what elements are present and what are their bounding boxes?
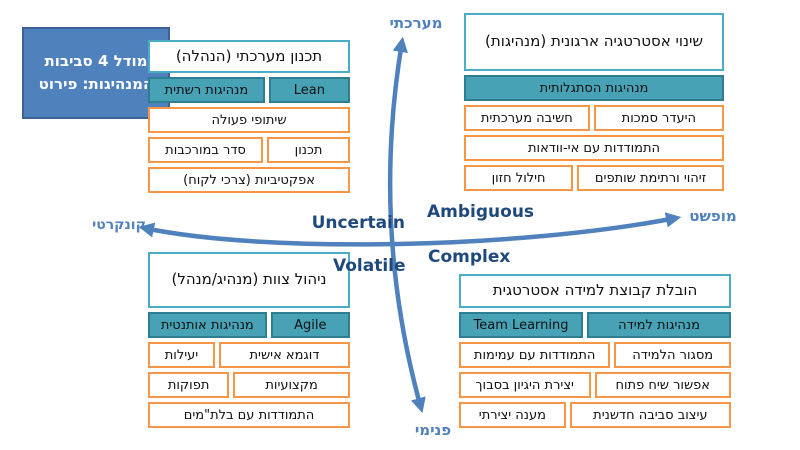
vuca-complex-label: Complex: [428, 247, 511, 267]
tag-orange: אפשור שיח פתוח: [594, 372, 731, 398]
tag-orange: היעדר סמכות: [593, 105, 724, 131]
tag-orange: חשיבה מערכתית: [464, 105, 590, 131]
tag-orange: אפקטיביות (צרכי לקוח): [148, 167, 350, 193]
tag-orange: חילול חזון: [464, 165, 574, 191]
tag-row: התמודדות עם בלת"מים: [148, 402, 350, 428]
tag-teal: Team Learning: [459, 312, 584, 338]
vuca-uncertain-label: Uncertain: [311, 213, 405, 233]
tag-row: מענה יצירתי עיצוב סביבה חדשנית: [459, 402, 731, 428]
tag-row: שיתופי פעולה: [148, 107, 350, 133]
tag-row: חילול חזון זיהוי ורתימת שותפים: [464, 165, 724, 191]
tag-orange: תכנון: [267, 137, 350, 163]
tag-row: אפקטיביות (צרכי לקוח): [148, 167, 350, 193]
axis-bottom-label: פנימי: [414, 421, 452, 439]
tag-row: סדר במורכבות תכנון: [148, 137, 350, 163]
model-intro-line2: המנהיגות: פירוט: [38, 75, 154, 93]
tag-orange: שיתופי פעולה: [148, 107, 350, 133]
quadrant-bottom-right: הובלת קבוצת למידה אסטרטגית Team Learning…: [459, 274, 731, 428]
tag-teal: מנהיגות למידה: [587, 312, 731, 338]
tag-row: מנהיגות רשתית Lean: [148, 77, 350, 103]
horizontal-axis-arrow: [138, 212, 682, 247]
tag-teal: מנהיגות אותנטית: [148, 312, 267, 338]
tag-orange: מענה יצירתי: [459, 402, 566, 428]
tag-teal: מנהיגות רשתית: [148, 77, 265, 103]
tag-orange: מקצועיות: [233, 372, 350, 398]
tag-orange: דוגמא אישית: [218, 342, 350, 368]
quadrant-top-left: תכנון מערכתי (הנהלה) מנהיגות רשתית Lean …: [148, 40, 350, 193]
tag-row: התמודדות עם אי-וודאות: [464, 135, 724, 161]
tag-row: התמודדות עם עמימות מסגור הלמידה: [459, 342, 731, 368]
vuca-volatile-label: Volatile: [333, 256, 406, 276]
tag-teal: מנהיגות הסתגלותית: [464, 75, 724, 101]
tag-orange: סדר במורכבות: [148, 137, 264, 163]
tag-orange: יצירת היגיון בסבוך: [459, 372, 591, 398]
quadrant-bottom-left-title: ניהול צוות (מנהיג/מנהל): [148, 252, 350, 308]
vuca-ambiguous-label: Ambiguous: [427, 202, 535, 222]
quadrant-bottom-right-title: הובלת קבוצת למידה אסטרטגית: [459, 274, 731, 308]
tag-row: מנהיגות אותנטית Agile: [148, 312, 350, 338]
tag-teal: Lean: [268, 77, 350, 103]
quadrant-bottom-left: ניהול צוות (מנהיג/מנהל) מנהיגות אותנטית …: [148, 252, 350, 428]
quadrant-top-right: שינוי אסטרטגיה ארגונית (מנהיגות) מנהיגות…: [464, 13, 724, 191]
axis-top-label: מערכתי: [389, 14, 443, 32]
quadrant-top-right-title: שינוי אסטרטגיה ארגונית (מנהיגות): [464, 13, 724, 71]
tag-row: תפוקות מקצועיות: [148, 372, 350, 398]
tag-orange: התמודדות עם בלת"מים: [148, 402, 350, 428]
model-intro-panel: מודל 4 סביבות המנהיגות: פירוט: [22, 27, 170, 119]
axis-right-label: מופשט: [689, 207, 737, 225]
tag-row: יצירת היגיון בסבוך אפשור שיח פתוח: [459, 372, 731, 398]
tag-row: חשיבה מערכתית היעדר סמכות: [464, 105, 724, 131]
tag-teal: Agile: [270, 312, 350, 338]
model-intro-line1: מודל 4 סביבות: [44, 51, 148, 70]
tag-orange: זיהוי ורתימת שותפים: [577, 165, 724, 191]
quadrant-top-left-title: תכנון מערכתי (הנהלה): [148, 40, 350, 73]
tag-orange: עיצוב סביבה חדשנית: [569, 402, 731, 428]
tag-row: מנהיגות הסתגלותית: [464, 75, 724, 101]
tag-row: יעילות דוגמא אישית: [148, 342, 350, 368]
tag-orange: התמודדות עם אי-וודאות: [464, 135, 724, 161]
tag-row: Team Learning מנהיגות למידה: [459, 312, 731, 338]
tag-orange: יעילות: [148, 342, 215, 368]
tag-orange: התמודדות עם עמימות: [459, 342, 611, 368]
tag-orange: מסגור הלמידה: [614, 342, 731, 368]
tag-orange: תפוקות: [148, 372, 230, 398]
axis-left-label: קונקרטי: [92, 217, 146, 233]
